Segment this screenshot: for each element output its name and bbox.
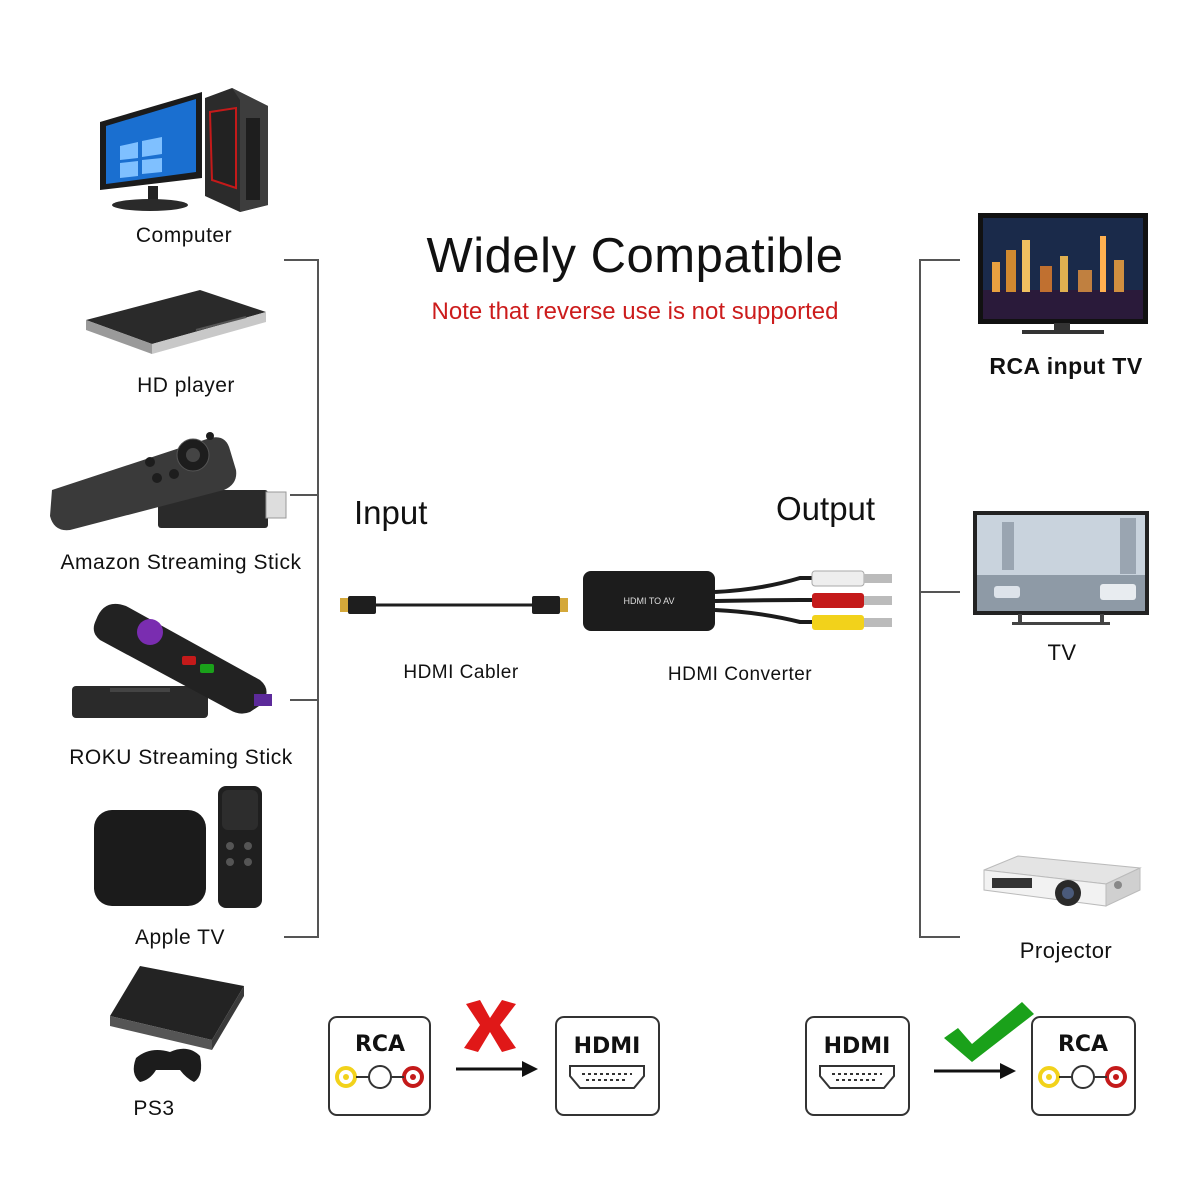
- legend-rca-label-left: RCA: [355, 1032, 405, 1057]
- cable-label: HDMI Cabler: [403, 662, 519, 683]
- display-label-rca-tv: RCA input TV: [989, 353, 1143, 379]
- arrow-right-icon: [456, 1061, 538, 1077]
- input-label: Input: [354, 494, 428, 531]
- projector-icon: [983, 855, 1142, 907]
- legend-hdmi-label-right: HDMI: [824, 1034, 891, 1059]
- display-label-projector: Projector: [1019, 938, 1113, 963]
- converter-label: HDMI Converter: [667, 664, 813, 685]
- page-title: Widely Compatible: [426, 229, 844, 283]
- computer-icon: [100, 88, 268, 212]
- rca-badge-left: [328, 1016, 431, 1116]
- arrow-right-icon: [934, 1063, 1016, 1079]
- rca-badge-right: [1031, 1016, 1136, 1116]
- source-label-amazon-stick: Amazon Streaming Stick: [60, 551, 302, 574]
- tv-icon: [973, 511, 1149, 625]
- source-label-computer: Computer: [135, 224, 233, 247]
- hdmi-badge-right: [805, 1016, 910, 1116]
- legend-rca-label-right: RCA: [1058, 1032, 1108, 1057]
- display-label-tv: TV: [1047, 640, 1077, 665]
- left-bracket: [284, 259, 319, 938]
- apple-tv-icon: [94, 786, 262, 908]
- output-label: Output: [776, 490, 876, 527]
- rca-tv-icon: [978, 213, 1148, 334]
- source-label-hd-player: HD player: [137, 374, 235, 397]
- hd-player-icon: [86, 290, 266, 354]
- check-icon: [944, 1002, 1034, 1062]
- right-bracket: [919, 259, 960, 938]
- source-label-ps3: PS3: [133, 1097, 175, 1120]
- hdmi-cable-graphic: [340, 596, 568, 614]
- roku-stick-icon: [72, 603, 272, 718]
- ps3-icon: [110, 966, 244, 1082]
- amazon-stick-icon: [50, 432, 287, 531]
- source-label-roku-stick: ROKU Streaming Stick: [69, 746, 293, 769]
- source-label-apple-tv: Apple TV: [135, 926, 225, 949]
- cross-icon: [464, 1000, 516, 1052]
- hdmi-badge-middle: [555, 1016, 660, 1116]
- converter-device-text: HDMI TO AV: [623, 596, 674, 606]
- hdmi-converter-graphic: [583, 570, 892, 631]
- warning-note: Note that reverse use is not supported: [431, 298, 839, 325]
- legend-hdmi-label-middle: HDMI: [574, 1034, 641, 1059]
